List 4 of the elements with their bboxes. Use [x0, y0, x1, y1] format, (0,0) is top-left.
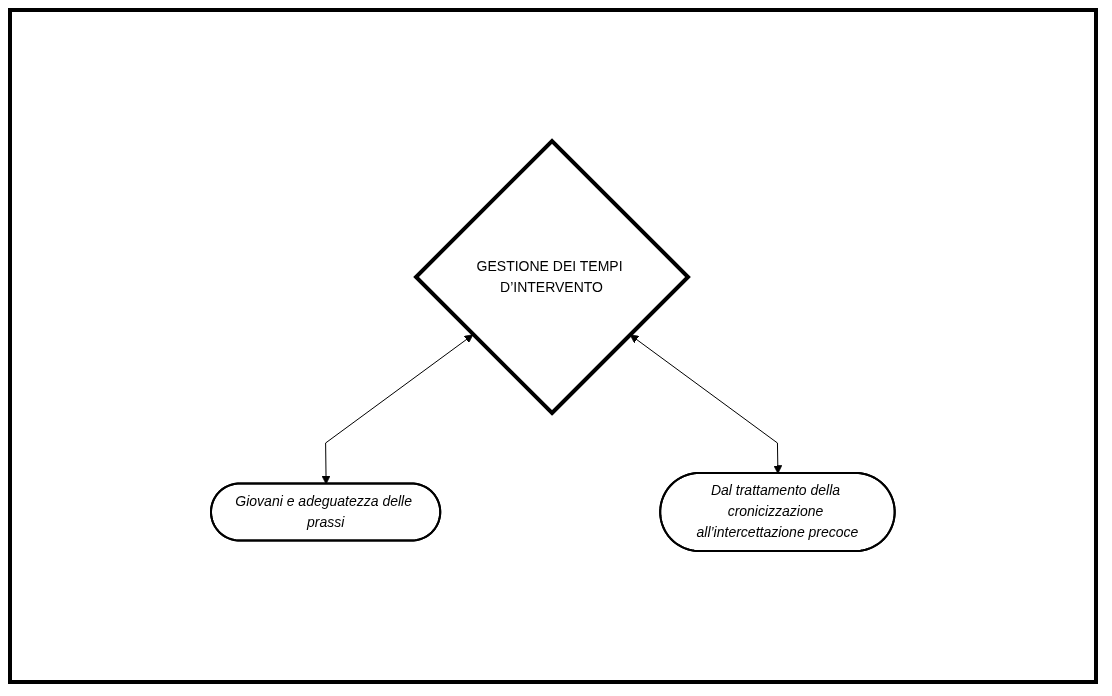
frame-border: GESTIONE DEI TEMPI D’INTERVENTO Giovani e adeguatezza delle prassi Dal trattamento della cronicizzazione all’intercettazione precoce	[8, 8, 1098, 684]
node-diamond	[413, 138, 691, 416]
arrow	[630, 334, 783, 474]
arrow	[321, 334, 474, 485]
